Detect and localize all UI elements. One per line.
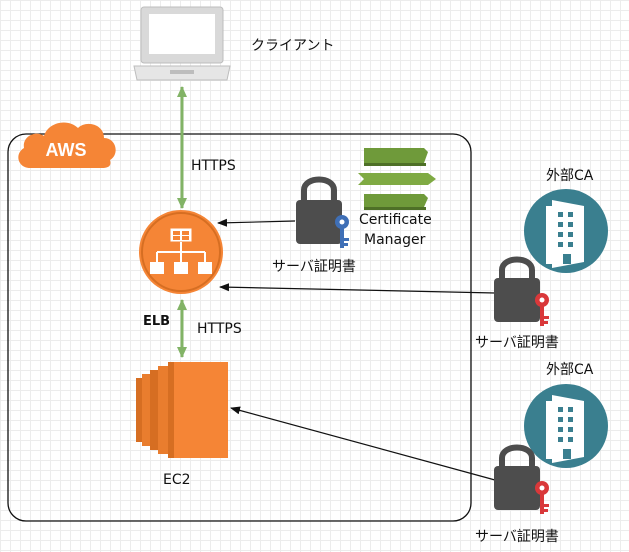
elb-label: ELB — [143, 314, 170, 329]
arrow-ext-cert1-to-elb — [219, 283, 496, 294]
external-ca-1-cert-label: サーバ証明書 — [475, 335, 559, 351]
arrow-ext-cert2-to-ec2 — [230, 406, 496, 481]
elb-icon — [139, 210, 223, 294]
certificate-manager-label-line1: Certificate — [359, 212, 432, 228]
aws-cloud-group — [7, 133, 472, 522]
https-label-bottom: HTTPS — [197, 321, 242, 337]
lock-key-icon-ca-2 — [494, 444, 549, 514]
client-label: クライアント — [251, 38, 334, 54]
certificate-manager-label-line2: Manager — [364, 232, 426, 248]
building-icon-ca-1 — [524, 189, 608, 273]
external-ca-1-label: 外部CA — [546, 168, 594, 184]
arrow-acm-cert-to-elb — [217, 218, 296, 227]
external-ca-2-cert-label: サーバ証明書 — [475, 529, 559, 545]
external-ca-2-label: 外部CA — [546, 362, 594, 378]
ec2-label: EC2 — [163, 472, 191, 488]
lock-key-icon-acm — [296, 176, 349, 248]
lock-key-icon-ca-1 — [494, 256, 549, 326]
ec2-icon — [136, 362, 228, 458]
building-icon-ca-2 — [524, 384, 608, 468]
aws-badge-text: AWS — [45, 140, 86, 160]
https-label-top: HTTPS — [191, 158, 236, 174]
aws-cloud-icon: AWS — [18, 122, 116, 168]
acm-cert-label: サーバ証明書 — [272, 259, 356, 275]
certificate-manager-icon — [358, 148, 436, 210]
computer-icon — [133, 6, 231, 81]
